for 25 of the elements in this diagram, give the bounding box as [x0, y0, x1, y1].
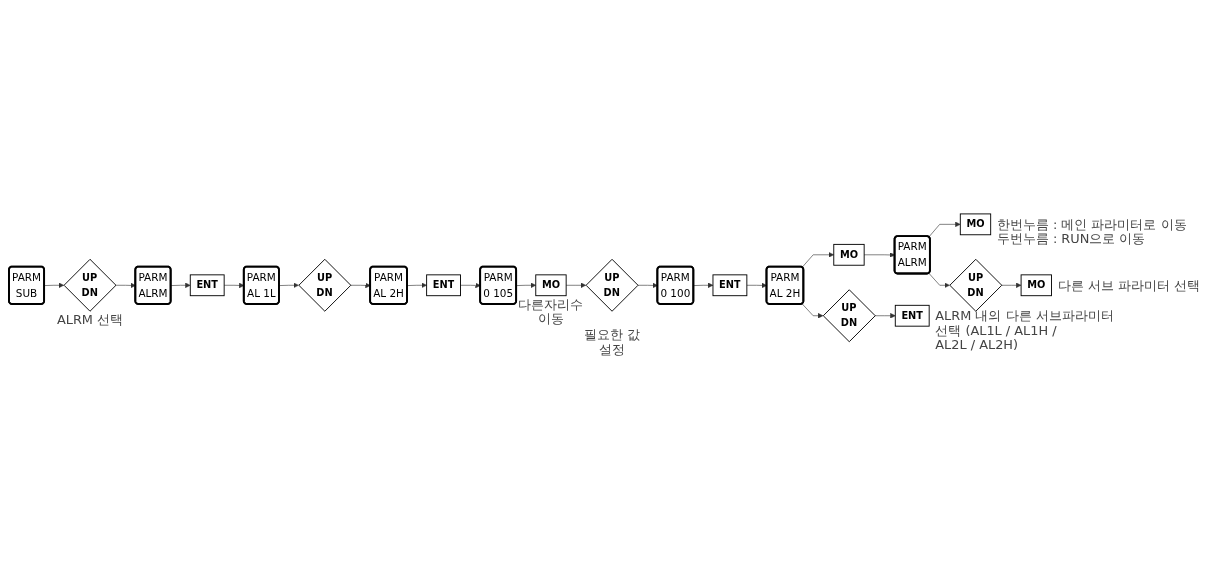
lcd-display-box: PARM AL 2H [369, 265, 408, 305]
lcd-display-box: PARM ALRM [893, 234, 931, 275]
key-button: ENT [712, 274, 748, 296]
lcd-display-box: PARM ALRM [134, 265, 172, 305]
caption-text: 필요한 값 설정 [584, 326, 641, 357]
lcd-display-box: PARM AL 2H [765, 265, 805, 305]
up-down-key-diamond: UP DN [822, 289, 876, 342]
caption-text: ALRM 선택 [56, 311, 124, 327]
key-button: MO [959, 213, 992, 235]
up-down-key-diamond: UP DN [585, 258, 639, 312]
key-button: ENT [894, 304, 930, 327]
caption-text: 다른 서브 파라미터 선택 [1057, 277, 1200, 293]
lcd-display-box: PARM 0 105 [479, 265, 518, 305]
lcd-display-box: PARM SUB [8, 265, 46, 305]
up-down-key-diamond: UP DN [298, 258, 352, 312]
key-button: ENT [426, 274, 461, 296]
caption-text: 한번누름 : 메인 파라미터로 이동 두번누름 : RUN으로 이동 [996, 216, 1187, 246]
key-button: MO [833, 243, 865, 266]
key-button: MO [1020, 274, 1052, 296]
up-down-key-diamond: UP DN [63, 258, 117, 312]
lcd-display-box: PARM AL 1L [242, 265, 280, 305]
caption-text: 다른자리수 이동 [518, 296, 584, 326]
key-button: MO [535, 274, 567, 296]
lcd-display-box: PARM 0 100 [656, 265, 695, 305]
key-button: ENT [189, 274, 225, 296]
